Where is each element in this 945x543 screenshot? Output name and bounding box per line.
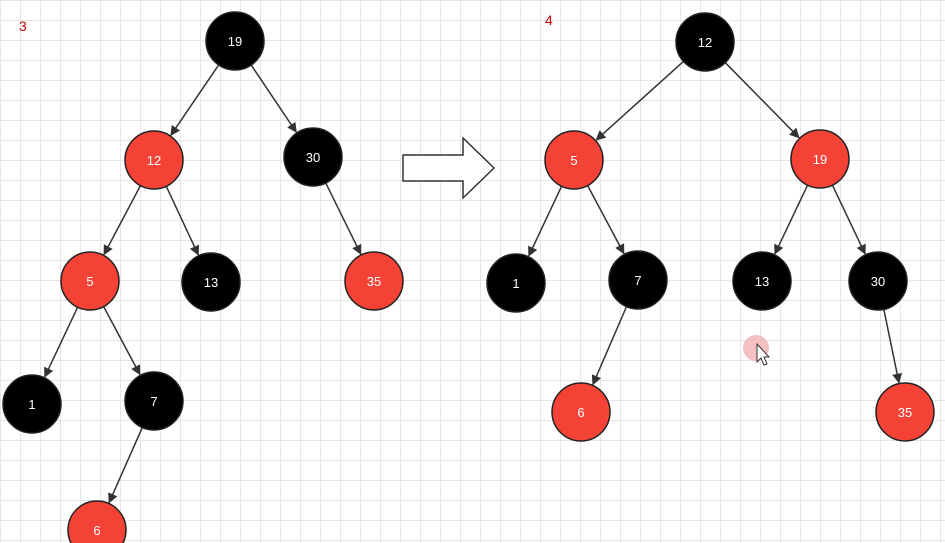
- tree-edge-p4-5-to-p4-7: [586, 185, 625, 255]
- node-key-label: 1: [512, 276, 519, 291]
- node-key-label: 7: [150, 394, 157, 409]
- tree-node-p4-5: 5: [544, 130, 604, 190]
- node-circle-red: [790, 129, 850, 189]
- tree-edge-p3-12-to-p3-5: [103, 185, 142, 256]
- tree-edge-p4-19-to-p4-30: [831, 184, 866, 255]
- node-circle-black: [486, 253, 546, 313]
- node-key-label: 12: [698, 35, 712, 50]
- tree-node-p3-1: 1: [2, 374, 62, 434]
- node-key-label: 6: [577, 405, 584, 420]
- tree-edge-p3-5-to-p3-1: [44, 306, 79, 378]
- tree-node-p3-19: 19: [205, 11, 265, 71]
- tree-edge-p3-30-to-p3-35: [325, 182, 362, 255]
- panel-label-3: 3: [19, 18, 27, 34]
- hollow-right-arrow-icon: [402, 136, 496, 200]
- node-circle-black: [608, 250, 668, 310]
- node-circle-black: [283, 127, 343, 187]
- node-circle-black: [205, 11, 265, 71]
- panel-label-4: 4: [545, 12, 553, 28]
- node-key-label: 13: [755, 274, 769, 289]
- node-key-label: 7: [634, 273, 641, 288]
- node-circle-red: [124, 130, 184, 190]
- tree-edge-p4-7-to-p4-6: [591, 306, 628, 386]
- tree-edge-p4-19-to-p4-13: [774, 184, 809, 255]
- node-circle-black: [675, 12, 735, 72]
- node-key-label: 5: [570, 153, 577, 168]
- node-key-label: 13: [204, 275, 218, 290]
- nodes-layer: 19 12 30 5 13 35 1 7 6 12 5 19 1 7 13 30 6 35: [2, 11, 935, 543]
- node-key-label: 1: [28, 397, 35, 412]
- node-circle-red: [544, 130, 604, 190]
- tree-edge-p4-12-to-p4-19: [724, 62, 800, 139]
- tree-node-p4-13: 13: [732, 251, 792, 311]
- tree-node-p3-35: 35: [344, 251, 404, 311]
- mouse-pointer-icon: [743, 335, 771, 366]
- node-key-label: 30: [306, 150, 320, 165]
- tree-edge-p3-7-to-p3-6: [108, 427, 143, 504]
- node-circle-black: [732, 251, 792, 311]
- tree-node-p4-6: 6: [551, 382, 611, 442]
- node-key-label: 5: [86, 274, 93, 289]
- node-circle-red: [67, 500, 127, 543]
- tree-edge-p3-19-to-p3-30: [250, 64, 297, 133]
- tree-node-p3-12: 12: [124, 130, 184, 190]
- node-key-label: 12: [147, 153, 161, 168]
- tree-edge-p4-5-to-p4-1: [528, 185, 563, 257]
- tree-node-p3-6: 6: [67, 500, 127, 543]
- tree-node-p3-13: 13: [181, 252, 241, 312]
- tree-node-p4-7: 7: [608, 250, 668, 310]
- node-circle-black: [124, 371, 184, 431]
- tree-node-p3-7: 7: [124, 371, 184, 431]
- node-key-label: 35: [898, 405, 912, 420]
- tree-edge-p4-12-to-p4-5: [595, 60, 684, 141]
- node-circle-black: [848, 251, 908, 311]
- tree-edge-p3-12-to-p3-13: [165, 185, 200, 256]
- tree-node-p4-30: 30: [848, 251, 908, 311]
- tree-edge-p3-5-to-p3-7: [102, 306, 141, 376]
- node-circle-red: [344, 251, 404, 311]
- node-circle-black: [2, 374, 62, 434]
- tree-node-p4-19: 19: [790, 129, 850, 189]
- tree-node-p4-35: 35: [875, 382, 935, 442]
- node-key-label: 6: [93, 523, 100, 538]
- node-circle-red: [875, 382, 935, 442]
- edges-layer: [44, 60, 903, 504]
- node-circle-red: [60, 251, 120, 311]
- tree-node-p3-30: 30: [283, 127, 343, 187]
- node-circle-black: [181, 252, 241, 312]
- node-key-label: 30: [871, 274, 885, 289]
- node-key-label: 19: [813, 152, 827, 167]
- tree-edge-p4-30-to-p4-35: [883, 309, 903, 384]
- tree-edge-p3-19-to-p3-12: [170, 64, 220, 137]
- tree-node-p4-1: 1: [486, 253, 546, 313]
- node-key-label: 35: [367, 274, 381, 289]
- tree-node-p4-12: 12: [675, 12, 735, 72]
- node-circle-red: [551, 382, 611, 442]
- node-key-label: 19: [228, 34, 242, 49]
- tree-node-p3-5: 5: [60, 251, 120, 311]
